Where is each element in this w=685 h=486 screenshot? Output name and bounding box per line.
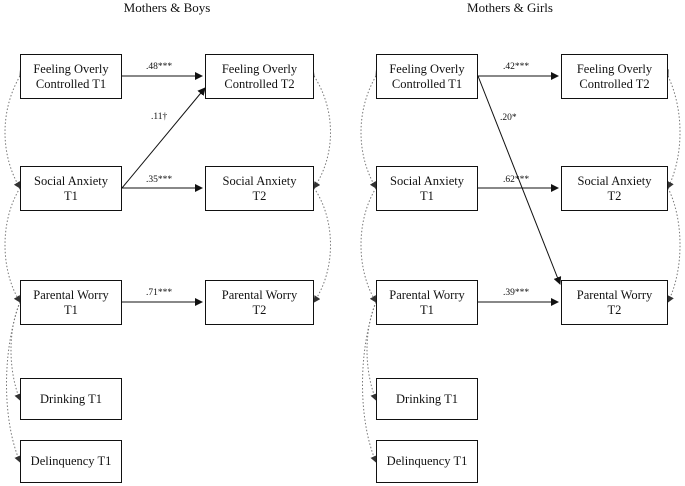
panel-boys-paths xyxy=(4,69,331,463)
box-parental-worry-t2-girls: Parental Worry T2 xyxy=(561,280,668,325)
box-feeling-overly-controlled-t1-boys: Feeling Overly Controlled T1 xyxy=(20,54,122,99)
box-parental-worry-t1-boys: Parental Worry T1 xyxy=(20,280,122,325)
box-delinquency-t1-girls: Delinquency T1 xyxy=(376,440,478,483)
box-social-anxiety-t2-girls: Social Anxiety T2 xyxy=(561,166,668,211)
box-drinking-t1-boys: Drinking T1 xyxy=(20,378,122,420)
coef-pw-girls: .39*** xyxy=(503,288,530,298)
box-parental-worry-t1-girls: Parental Worry T1 xyxy=(376,280,478,325)
box-social-anxiety-t1-boys: Social Anxiety T1 xyxy=(20,166,122,211)
box-social-anxiety-t1-girls: Social Anxiety T1 xyxy=(376,166,478,211)
panel-title-boys: Mothers & Boys xyxy=(123,0,211,15)
panel-title-girls: Mothers & Girls xyxy=(467,0,553,15)
cov-sa2-pw2-girls xyxy=(662,181,681,303)
coef-sa-boys: .35*** xyxy=(146,175,173,185)
box-delinquency-t1-boys: Delinquency T1 xyxy=(20,440,122,483)
cov-foc2-sa2-girls xyxy=(662,69,681,189)
path-cross-boys xyxy=(121,87,206,189)
box-drinking-t1-girls: Drinking T1 xyxy=(376,378,478,420)
cov-sa1-pw1-boys xyxy=(4,181,27,303)
box-feeling-overly-controlled-t2-boys: Feeling Overly Controlled T2 xyxy=(205,54,314,99)
panel-girls-paths xyxy=(360,69,681,463)
cov-sa1-pw1-girls xyxy=(360,181,383,303)
box-feeling-overly-controlled-t2-girls: Feeling Overly Controlled T2 xyxy=(561,54,668,99)
cov-pw1-delinq-girls xyxy=(362,301,377,463)
cov-pw1-drink-girls xyxy=(366,301,378,401)
cov-pw1-drink-boys xyxy=(10,301,22,401)
cov-pw1-delinq-boys xyxy=(6,301,21,463)
coef-cross-girls: .20* xyxy=(500,113,517,123)
box-social-anxiety-t2-boys: Social Anxiety T2 xyxy=(205,166,314,211)
cov-foc1-sa1-girls xyxy=(360,69,383,189)
coef-cross-boys: .11† xyxy=(151,112,168,122)
coef-sa-girls: .62*** xyxy=(503,175,530,185)
box-parental-worry-t2-boys: Parental Worry T2 xyxy=(205,280,314,325)
coef-foc-boys: .48*** xyxy=(146,62,173,72)
cov-sa2-pw2-boys xyxy=(307,181,331,303)
coef-foc-girls: .42*** xyxy=(503,62,530,72)
coef-pw-boys: .71*** xyxy=(146,288,173,298)
cov-foc2-sa2-boys xyxy=(307,69,331,189)
path-cross-girls xyxy=(477,75,562,285)
cov-foc1-sa1-boys xyxy=(4,69,27,189)
box-feeling-overly-controlled-t1-girls: Feeling Overly Controlled T1 xyxy=(376,54,478,99)
